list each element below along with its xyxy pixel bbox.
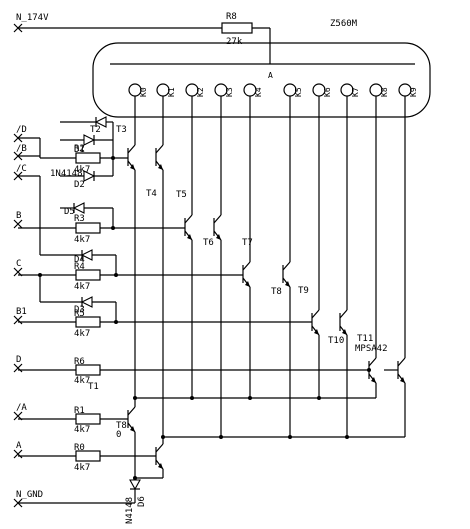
svg-text:K4: K4 xyxy=(254,87,263,97)
pin-k9: K9 xyxy=(398,83,418,97)
svg-text:4k7: 4k7 xyxy=(74,329,90,339)
svg-text:/C: /C xyxy=(16,164,27,174)
svg-text:K6: K6 xyxy=(323,87,332,97)
svg-text:R4: R4 xyxy=(74,262,85,272)
diode-d2-upper: T2 xyxy=(60,116,114,140)
d6-part: N4148 xyxy=(125,497,135,524)
nixie-tube-body xyxy=(92,42,431,118)
svg-text:K0: K0 xyxy=(139,87,148,97)
svg-text:D5: D5 xyxy=(64,207,75,217)
svg-text:K8: K8 xyxy=(380,87,389,97)
svg-text:R1: R1 xyxy=(74,406,85,416)
svg-text:T2: T2 xyxy=(90,125,101,135)
diode-d3: D3 xyxy=(38,273,117,322)
svg-text:4k7: 4k7 xyxy=(74,165,90,175)
svg-text:1N4148: 1N4148 xyxy=(50,169,83,179)
svg-text:D2: D2 xyxy=(74,180,85,190)
diode-d5: D5 xyxy=(60,202,113,217)
tube-ref-label: Z560M xyxy=(330,19,358,29)
svg-text:/B: /B xyxy=(16,144,27,154)
svg-text:R5: R5 xyxy=(74,309,85,319)
svg-text:C: C xyxy=(16,259,21,269)
anode-label: A xyxy=(268,71,273,80)
svg-text:T6: T6 xyxy=(203,238,214,248)
ground-net: N_GND D6 N4148 xyxy=(13,432,164,524)
svg-text:T1: T1 xyxy=(88,382,99,392)
svg-text:R0: R0 xyxy=(74,443,85,453)
svg-text:T8: T8 xyxy=(271,287,282,297)
input-nb: /B xyxy=(13,144,40,161)
svg-text:A: A xyxy=(16,441,22,451)
svg-text:D1: D1 xyxy=(74,145,85,155)
svg-text:/A: /A xyxy=(16,403,27,413)
svg-text:4k7: 4k7 xyxy=(74,463,90,473)
svg-text:K1: K1 xyxy=(167,87,176,97)
transistor-t9: T9 xyxy=(298,286,320,336)
input-c: C R4 4k7 xyxy=(13,259,243,292)
transistor-t7: T7 xyxy=(242,238,253,288)
transistor-t11a: T11 MPSA42 xyxy=(355,334,388,384)
svg-text:K7: K7 xyxy=(351,87,360,97)
r8-ref: R8 xyxy=(226,12,237,22)
svg-text:4k7: 4k7 xyxy=(74,376,90,386)
diode-d1: D1 xyxy=(60,134,114,158)
transistor-t8: T8 xyxy=(271,261,291,297)
svg-text:D3: D3 xyxy=(74,305,85,315)
emitter-buses xyxy=(133,170,406,444)
input-b: B R3 4k7 xyxy=(13,208,185,245)
svg-text:MPSA42: MPSA42 xyxy=(355,344,388,354)
d6-ref: D6 xyxy=(137,496,147,507)
input-nc: /C xyxy=(13,164,40,181)
transistor-t11b xyxy=(397,357,406,384)
hv-label: N_174V xyxy=(16,13,49,23)
svg-text:K3: K3 xyxy=(225,87,234,97)
svg-text:T7: T7 xyxy=(242,238,253,248)
svg-text:4k7: 4k7 xyxy=(74,425,90,435)
svg-text:R2: R2 xyxy=(74,144,85,154)
pin-k7: K7 xyxy=(340,83,360,97)
svg-text:B1: B1 xyxy=(16,307,27,317)
input-a: A R0 4k7 xyxy=(13,441,156,473)
gnd-label: N_GND xyxy=(16,490,43,500)
input-d: D R6 4k7 xyxy=(13,355,398,386)
transistor-t10: T10 xyxy=(328,309,348,346)
diode-d2: 1N4148 D2 xyxy=(50,158,114,190)
cathode-lines xyxy=(134,96,406,358)
svg-text:B: B xyxy=(16,211,21,221)
svg-text:T5: T5 xyxy=(176,190,187,200)
pin-k1: K1 xyxy=(156,83,176,97)
input-nd: /D R2 4k7 xyxy=(13,125,128,175)
svg-text:K5: K5 xyxy=(294,87,303,97)
input-b1: B1 R5 4k7 xyxy=(13,307,312,339)
pin-k4: K4 xyxy=(243,83,263,97)
hv-net: N_174V R8 27k xyxy=(13,12,271,64)
svg-text:D: D xyxy=(16,355,21,365)
transistor-t6: T6 xyxy=(203,214,222,248)
svg-text:R3: R3 xyxy=(74,214,85,224)
r8-value: 27k xyxy=(226,37,243,47)
transistor-t4: T4 xyxy=(146,144,164,199)
transistor-t0: T8 0 xyxy=(116,421,164,470)
svg-text:K2: K2 xyxy=(196,87,205,97)
diode-d4: D4 xyxy=(39,176,117,275)
input-na: /A R1 4k7 xyxy=(13,403,128,435)
transistor-t3: T3 xyxy=(116,125,136,171)
svg-text:/D: /D xyxy=(16,125,27,135)
svg-text:T9: T9 xyxy=(298,286,309,296)
svg-text:T11: T11 xyxy=(357,334,373,344)
svg-text:4k7: 4k7 xyxy=(74,282,90,292)
transistor-t5: T5 xyxy=(176,190,193,241)
svg-text:T3: T3 xyxy=(116,125,127,135)
pin-k2: K2 xyxy=(185,83,205,97)
t8-suffix-label: 0 xyxy=(116,430,121,440)
svg-text:K9: K9 xyxy=(409,87,418,97)
t8-dup-label: T8 xyxy=(116,421,127,431)
svg-text:D4: D4 xyxy=(74,255,85,265)
svg-text:T10: T10 xyxy=(328,336,344,346)
svg-text:T4: T4 xyxy=(146,189,157,199)
svg-text:4k7: 4k7 xyxy=(74,235,90,245)
svg-text:R6: R6 xyxy=(74,357,85,367)
